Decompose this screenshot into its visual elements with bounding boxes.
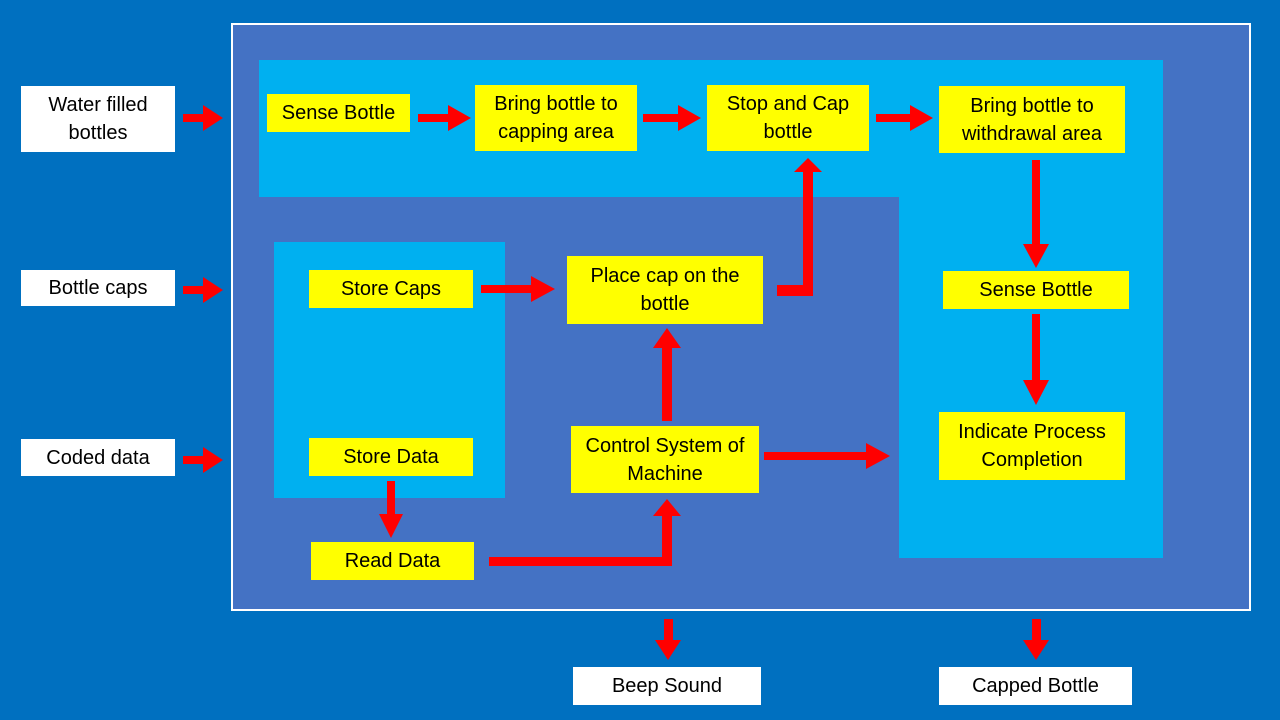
arrow-capped-output: [1023, 619, 1049, 660]
output-capped-bottle: Capped Bottle: [939, 667, 1132, 705]
process-indicate-completion: Indicate Process Completion: [939, 412, 1125, 480]
arrow-placecap-to-stopcap: [777, 158, 822, 296]
arrow-beep-output: [655, 619, 681, 660]
process-place-cap: Place cap on the bottle: [567, 256, 763, 324]
arrow-control-to-placecap: [653, 328, 681, 421]
input-bottle-caps: Bottle caps: [21, 270, 175, 306]
arrow-stop-to-withdrawal: [876, 105, 933, 131]
arrow-withdrawal-to-sense: [1023, 160, 1049, 268]
arrow-storecaps-to-placecap: [481, 276, 555, 302]
arrow-caps-input: [183, 277, 223, 303]
input-water-filled-bottles: Water filled bottles: [21, 86, 175, 152]
process-control-system: Control System of Machine: [571, 426, 759, 493]
arrow-coded-input: [183, 447, 223, 473]
process-bring-to-withdrawal: Bring bottle to withdrawal area: [939, 86, 1125, 153]
arrow-sense-to-bring: [418, 105, 471, 131]
arrow-sense-to-indicate: [1023, 314, 1049, 405]
arrow-bring-to-stop: [643, 105, 701, 131]
process-store-data: Store Data: [309, 438, 473, 476]
process-store-caps: Store Caps: [309, 270, 473, 308]
output-beep-sound: Beep Sound: [573, 667, 761, 705]
process-sense-bottle-exit: Sense Bottle: [943, 271, 1129, 309]
process-read-data: Read Data: [311, 542, 474, 580]
process-bring-to-capping: Bring bottle to capping area: [475, 85, 637, 151]
arrow-storedata-to-readdata: [379, 481, 403, 538]
input-coded-data: Coded data: [21, 439, 175, 476]
arrow-readdata-to-control: [489, 499, 681, 566]
arrow-control-to-indicate: [764, 443, 890, 469]
process-sense-bottle-entry: Sense Bottle: [267, 94, 410, 132]
arrow-water-input: [183, 105, 223, 131]
process-stop-and-cap: Stop and Cap bottle: [707, 85, 869, 151]
